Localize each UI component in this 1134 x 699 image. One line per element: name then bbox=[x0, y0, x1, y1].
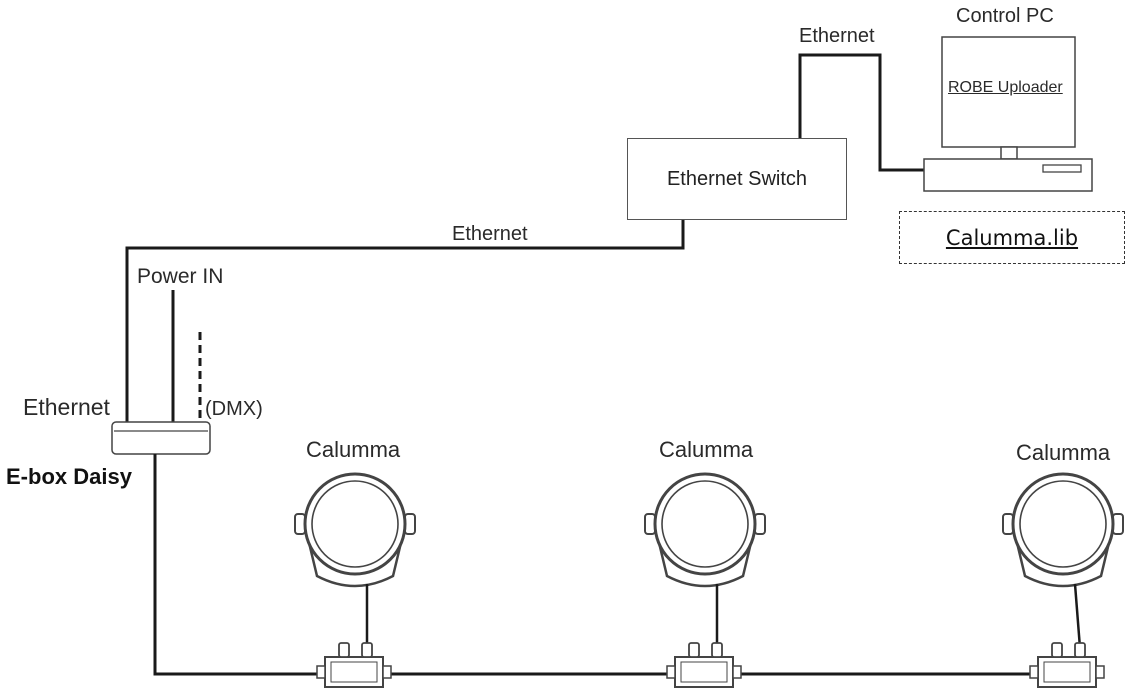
junction-box bbox=[1029, 642, 1105, 688]
calumma-fixture-label: Calumma bbox=[306, 437, 401, 462]
junction-gland-left bbox=[1029, 665, 1039, 679]
junction-box bbox=[666, 642, 742, 688]
fixture-yoke bbox=[653, 525, 757, 588]
junction-connector-top bbox=[338, 642, 350, 658]
junction-box-inner bbox=[330, 661, 378, 683]
calumma-lib-box: Calumma.lib bbox=[899, 211, 1125, 264]
junction-gland-right bbox=[1095, 665, 1105, 679]
pc-base-unit bbox=[923, 158, 1093, 192]
pc-monitor-stand bbox=[1000, 146, 1018, 160]
ebox-daisy-device bbox=[111, 421, 211, 455]
fixture-lens bbox=[311, 480, 399, 568]
junction-gland-right bbox=[382, 665, 392, 679]
calumma-fixture bbox=[294, 472, 416, 648]
junction-connector-top bbox=[1074, 642, 1086, 658]
ethernet-main-label: Ethernet bbox=[452, 223, 528, 245]
ethernet-switch: Ethernet Switch bbox=[627, 138, 847, 220]
calumma-fixture-label: Calumma bbox=[659, 437, 754, 462]
calumma-lib-label: Calumma.lib bbox=[945, 225, 1079, 250]
fixture-drop-cable bbox=[1073, 583, 1082, 649]
daisy-chain-cable bbox=[153, 454, 1060, 676]
junction-connector-top bbox=[688, 642, 700, 658]
junction-gland-right bbox=[732, 665, 742, 679]
ebox-daisy-label: E-box Daisy bbox=[6, 464, 132, 489]
junction-connector-top bbox=[711, 642, 723, 658]
control-pc bbox=[923, 36, 1093, 192]
calumma-fixture-label: Calumma bbox=[1016, 440, 1111, 465]
ethernet-ebox-label: Ethernet bbox=[23, 394, 110, 420]
calumma-fixture bbox=[644, 472, 766, 648]
pc-monitor bbox=[941, 36, 1076, 148]
pc-drive-slot bbox=[1042, 164, 1082, 173]
ethernet-switch-label: Ethernet Switch bbox=[666, 167, 808, 190]
dmx-label: (DMX) bbox=[205, 398, 263, 420]
fixture-lens bbox=[1019, 480, 1107, 568]
ethernet-cable-pc-switch bbox=[798, 53, 924, 172]
robe-uploader-label: ROBE Uploader bbox=[948, 79, 1063, 96]
junction-box-inner bbox=[680, 661, 728, 683]
ethernet-cable-switch-ebox bbox=[125, 220, 685, 422]
junction-box-inner bbox=[1043, 661, 1091, 683]
ethernet-pc-label: Ethernet bbox=[799, 25, 875, 47]
power-in-label: Power IN bbox=[137, 265, 224, 288]
fixture-lens bbox=[661, 480, 749, 568]
junction-connector-top bbox=[1051, 642, 1063, 658]
junction-box bbox=[316, 642, 392, 688]
fixture-yoke bbox=[1011, 525, 1115, 588]
calumma-fixture bbox=[1002, 472, 1124, 649]
junction-gland-left bbox=[666, 665, 676, 679]
control-pc-label: Control PC bbox=[956, 5, 1054, 27]
fixture-yoke bbox=[303, 525, 407, 588]
junction-gland-left bbox=[316, 665, 326, 679]
junction-connector-top bbox=[361, 642, 373, 658]
